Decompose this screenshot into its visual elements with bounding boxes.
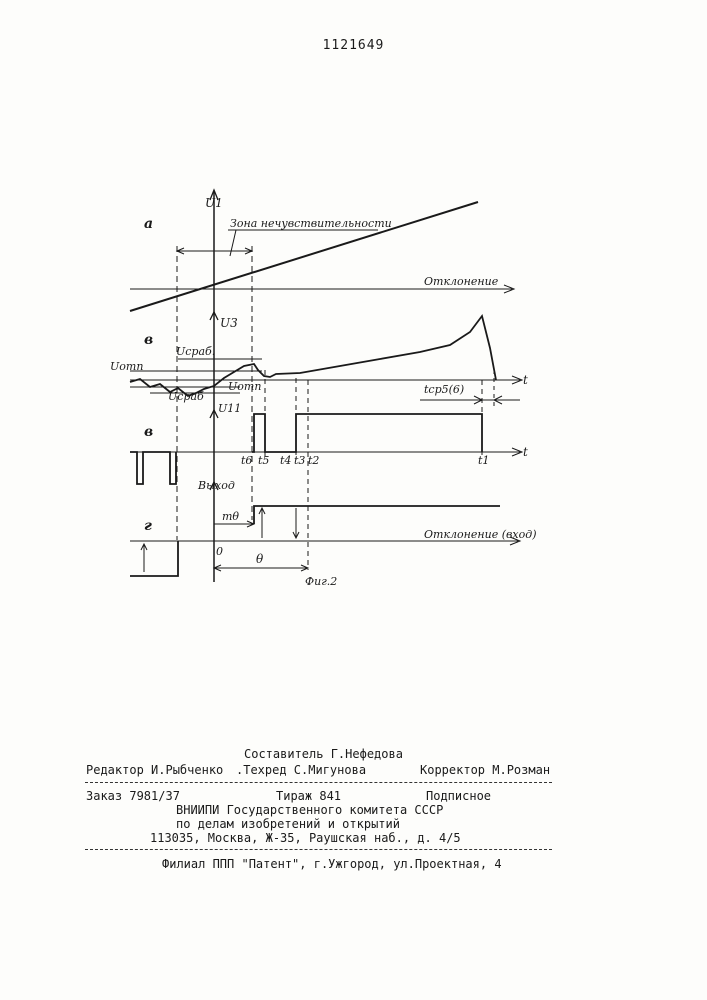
u-srab-lower-label: Uсраб (168, 390, 204, 403)
panel-a-label: а (144, 216, 153, 232)
output-step-upper (254, 506, 500, 524)
techred-line: .Техред С.Мигунова (236, 763, 366, 777)
output-step-lower (130, 541, 178, 576)
time-axis-b-label: t (523, 373, 528, 387)
subscription-line: Подписное (426, 789, 491, 803)
address-line: 113035, Москва, Ж-35, Раушская наб., д. … (150, 831, 461, 845)
t-sr-label: tср5(6) (424, 383, 464, 396)
circulation-line: Тираж 841 (276, 789, 341, 803)
t1-label: t1 (478, 454, 489, 467)
zone-leader-line (230, 230, 236, 256)
t4-label: t4 (280, 454, 291, 467)
imprint-divider-2 (85, 849, 552, 850)
u3-axis-label: U3 (220, 316, 238, 330)
branch-line: Филиал ППП "Патент", г.Ужгород, ул.Проек… (162, 857, 502, 871)
input-deviation-axis-label: Отклонение (вход) (424, 528, 537, 541)
deviation-axis-label: Отклонение (424, 275, 499, 288)
panel-b-label: в (144, 332, 153, 348)
figure-2-diagram: а U1 Зона нечувствительности Отклонение … (0, 0, 707, 640)
u-otp-left-label: Uотп (110, 360, 143, 373)
u11-pulse-train (252, 414, 482, 452)
org-line-2: по делам изобретений и открытий (176, 817, 400, 831)
output-axis-label: Выход (197, 479, 235, 492)
zone-label: Зона нечувствительности (230, 217, 392, 230)
u-srab-upper-label: Uсраб. (176, 345, 215, 358)
t3-label: t3 (294, 454, 305, 467)
theta-label: θ (256, 552, 264, 566)
u-otp-right-label: Uотп (228, 380, 261, 393)
t2-label: t2 (308, 454, 319, 467)
corrector-line: Корректор М.Розман (420, 763, 550, 777)
panel-d-label: г (144, 518, 152, 534)
u11-axis-label: U11 (218, 402, 241, 415)
u1-axis-label: U1 (205, 196, 223, 210)
order-line: Заказ 7981/37 (86, 789, 180, 803)
panel-c-label: в (144, 424, 153, 440)
imprint-divider-1 (85, 782, 552, 783)
origin-label: 0 (216, 545, 223, 558)
editor-line: Редактор И.Рыбченко (86, 763, 223, 777)
org-line-1: ВНИИПИ Государственного комитета СССР (176, 803, 443, 817)
t5-label: t5 (258, 454, 269, 467)
t6-label: t6 (241, 454, 252, 467)
u11-left-pulses (130, 452, 176, 484)
time-axis-c-label: t (523, 445, 528, 459)
figure-caption: Фиг.2 (305, 575, 337, 588)
m-theta-label: mθ (222, 510, 239, 523)
compiler-line: Составитель Г.Нефедова (244, 747, 403, 761)
